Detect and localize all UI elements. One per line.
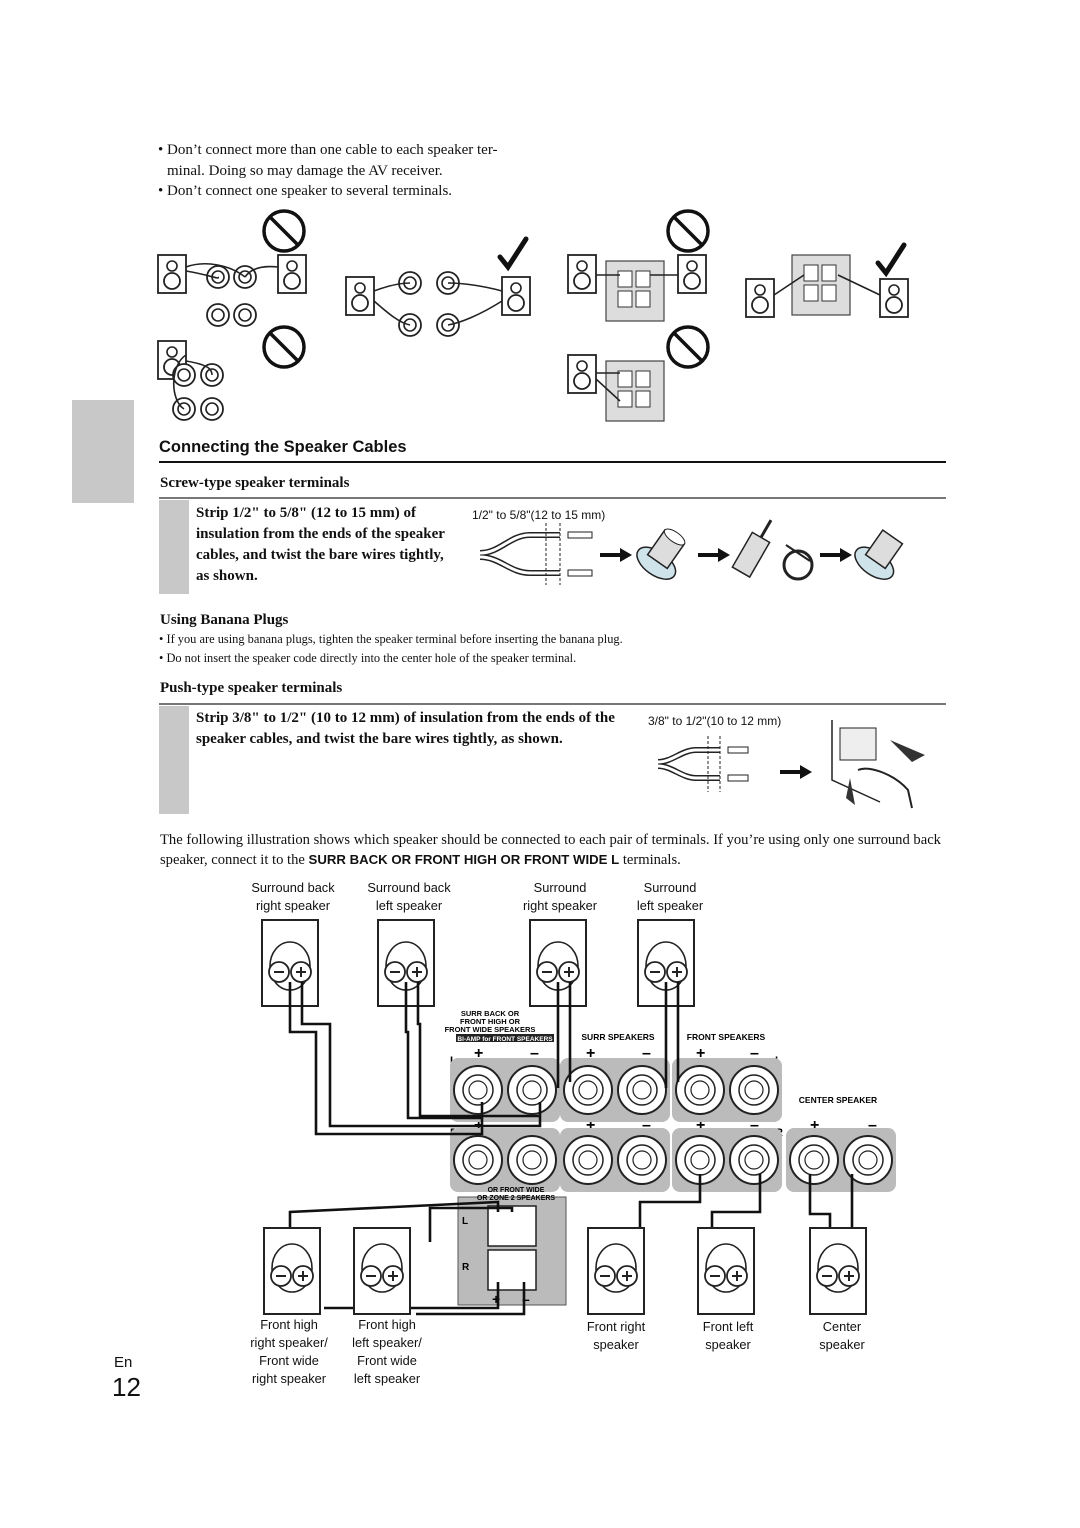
banana-heading: Using Banana Plugs xyxy=(160,612,289,628)
section-rule xyxy=(159,461,946,463)
svg-text:+: + xyxy=(586,1045,595,1062)
bullet-text: If you are using banana plugs, tighten t… xyxy=(166,632,623,646)
panel-label-biamp: BI-AMP for FRONT SPEAKERS xyxy=(457,1036,553,1043)
push-step-text: Strip 3/8" to 1/2" (10 to 12 mm) of insu… xyxy=(196,710,615,747)
page-number: 12 xyxy=(112,1372,141,1402)
connection-examples-illustration xyxy=(157,209,909,422)
push-heading: Push-type speaker terminals xyxy=(160,680,343,696)
svg-text:–: – xyxy=(750,1117,759,1134)
speaker-caption-front-left: Front left speaker xyxy=(702,1319,754,1352)
svg-text:–: – xyxy=(522,1291,530,1307)
svg-text:+: + xyxy=(586,1117,595,1134)
svg-text:–: – xyxy=(642,1117,651,1134)
intro-paragraph: The following illustration shows which s… xyxy=(160,830,950,870)
banana-bullet-two: • Do not insert the speaker code directl… xyxy=(159,650,939,667)
section-tab xyxy=(72,400,134,503)
bullet-one: • Don’t connect more than one cable to e… xyxy=(158,140,558,182)
intro-text-a: The following illustration shows which s… xyxy=(160,832,941,868)
screw-heading: Screw-type speaker terminals xyxy=(160,475,350,491)
bullet-text: Don’t connect more than one cable to eac… xyxy=(167,142,498,179)
svg-text:+: + xyxy=(696,1045,705,1062)
push-measure-label: 3/8" to 1/2"(10 to 12 mm) xyxy=(648,714,782,728)
speaker-caption-front-high-left: Front high left speaker/ Front wide left… xyxy=(352,1317,422,1386)
push-rule xyxy=(159,703,946,705)
bullet-two: • Don’t connect one speaker to several t… xyxy=(158,181,558,202)
screw-measure-label: 1/2" to 5/8"(12 to 15 mm) xyxy=(472,508,606,522)
svg-text:–: – xyxy=(868,1117,877,1134)
svg-text:R: R xyxy=(462,1262,470,1273)
svg-text:+: + xyxy=(810,1117,819,1134)
bullet-dot: • xyxy=(158,142,164,158)
page-language: En xyxy=(114,1354,133,1371)
screw-rule xyxy=(159,497,946,499)
speaker-caption-surround-left: Surround left speaker xyxy=(636,880,704,913)
panel-label-surr: SURR SPEAKERS xyxy=(581,1032,655,1042)
speaker-caption-front-high-right: Front high right speaker/ Front wide rig… xyxy=(250,1317,328,1386)
speaker-caption-center: Center speaker xyxy=(819,1319,865,1352)
screw-terminal-steps-illustration xyxy=(479,519,904,585)
bullet-text: Do not insert the speaker code directly … xyxy=(166,651,577,665)
svg-text:+: + xyxy=(696,1117,705,1134)
svg-text:L: L xyxy=(462,1216,468,1227)
panel-label-center: CENTER SPEAKER xyxy=(799,1095,877,1105)
bullet-dot: • xyxy=(159,632,167,646)
screw-step-bar xyxy=(159,500,189,594)
speaker-caption-surround-back-right: Surround back right speaker xyxy=(251,880,335,913)
bullet-dot: • xyxy=(159,651,167,665)
svg-text:–: – xyxy=(642,1045,651,1062)
bullet-text: Don’t connect one speaker to several ter… xyxy=(167,183,453,199)
section-title: Connecting the Speaker Cables xyxy=(159,438,407,456)
screw-step-text: Strip 1/2" to 5/8" (12 to 15 mm) of insu… xyxy=(196,505,445,584)
banana-bullet-one: • If you are using banana plugs, tighten… xyxy=(159,631,939,648)
push-terminal-steps-illustration xyxy=(657,720,925,809)
speaker-caption-front-right: Front right speaker xyxy=(586,1319,646,1352)
svg-text:–: – xyxy=(750,1045,759,1062)
panel-label-front: FRONT SPEAKERS xyxy=(687,1032,766,1042)
intro-text-b: terminals. xyxy=(619,852,681,868)
intro-terminal-key: SURR BACK OR FRONT HIGH OR FRONT WIDE L xyxy=(308,852,620,867)
svg-text:–: – xyxy=(530,1045,539,1062)
speaker-caption-surround-right: Surround right speaker xyxy=(523,880,597,913)
speaker-caption-surround-back-left: Surround back left speaker xyxy=(367,880,451,913)
svg-text:+: + xyxy=(474,1045,483,1062)
bullet-dot: • xyxy=(158,183,164,199)
push-step-bar xyxy=(159,706,189,814)
svg-text:+: + xyxy=(492,1291,500,1307)
